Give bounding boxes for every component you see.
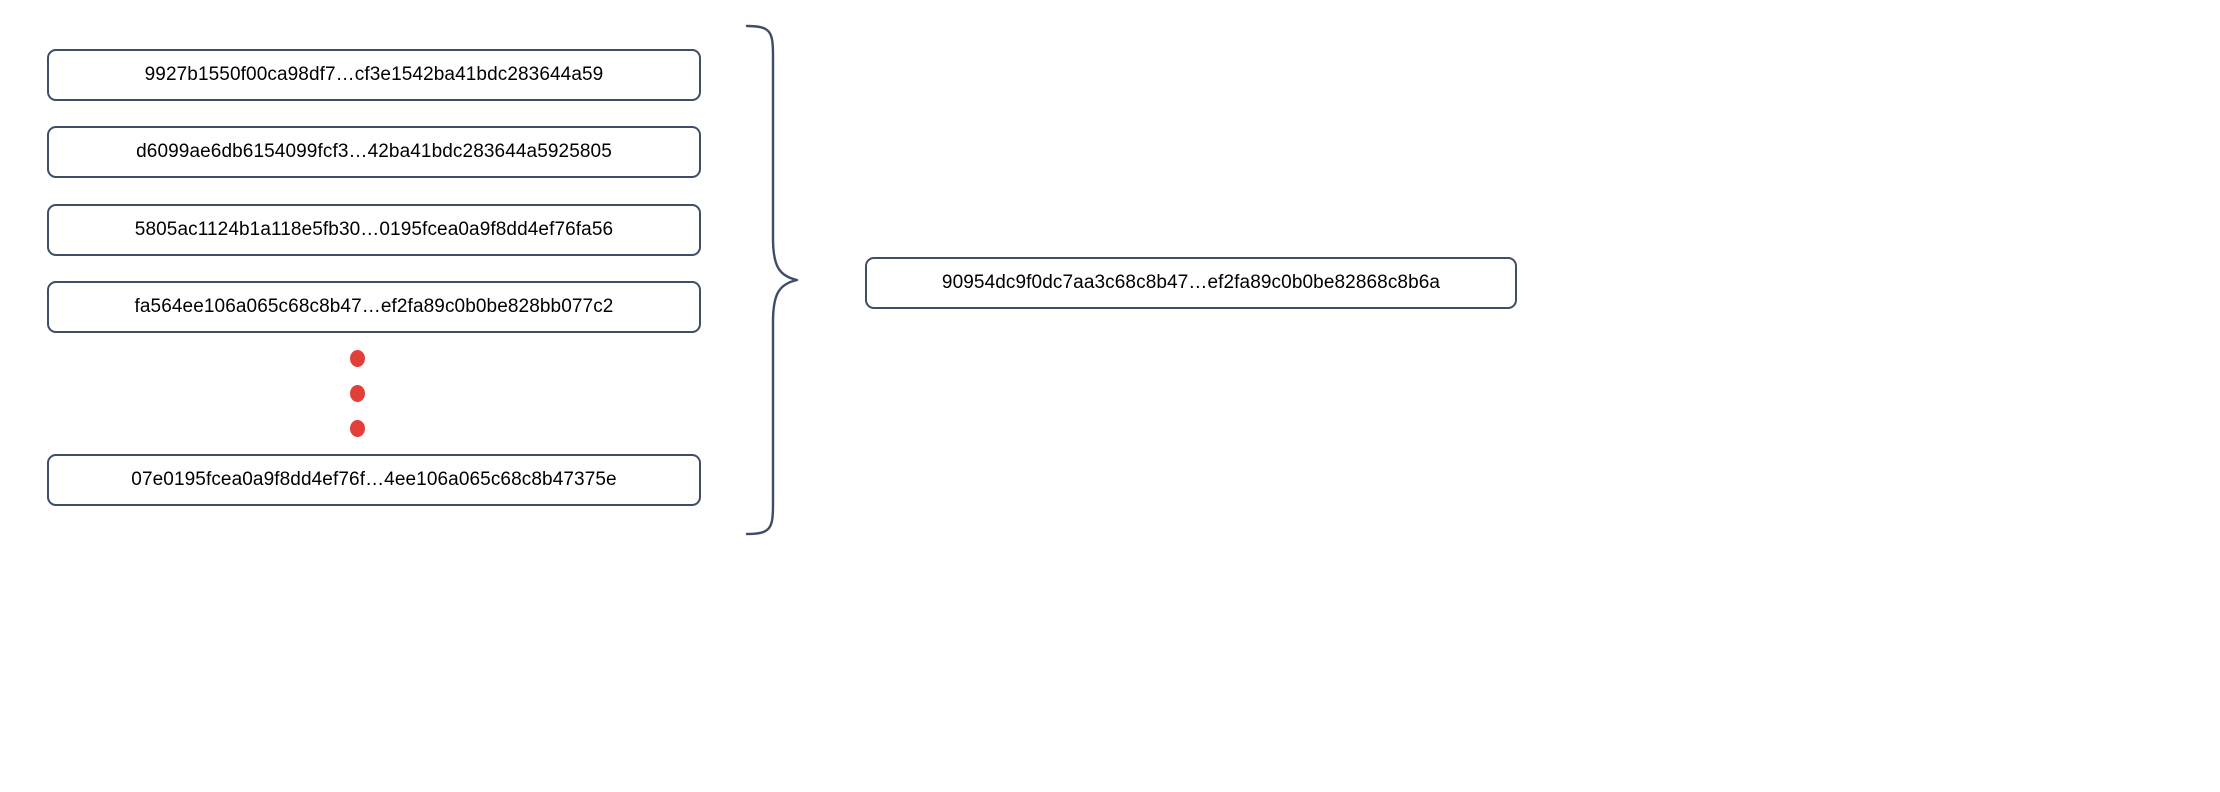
input-hash-box-4[interactable]: fa564ee106a065c68c8b47…ef2fa89c0b0be828b… <box>47 281 701 333</box>
vertical-ellipsis-icon <box>350 350 368 440</box>
output-hash-text: 90954dc9f0dc7aa3c68c8b47…ef2fa89c0b0be82… <box>941 272 1441 293</box>
input-hash-text-2: d6099ae6db6154099fcf3…42ba41bdc283644a59… <box>136 141 612 162</box>
input-hash-box-1[interactable]: 9927b1550f00ca98df7…cf3e1542ba41bdc28364… <box>47 49 701 101</box>
input-hash-box-last[interactable]: 07e0195fcea0a9f8dd4ef76f…4ee106a065c68c8… <box>47 454 701 506</box>
input-hash-box-3[interactable]: 5805ac1124b1a118e5fb30…0195fcea0a9f8dd4e… <box>47 204 701 256</box>
ellipsis-dot-3 <box>350 420 365 437</box>
ellipsis-dot-2 <box>350 385 365 402</box>
input-hash-box-2[interactable]: d6099ae6db6154099fcf3…42ba41bdc283644a59… <box>47 126 701 178</box>
output-hash-box[interactable]: 90954dc9f0dc7aa3c68c8b47…ef2fa89c0b0be82… <box>865 257 1517 309</box>
ellipsis-dot-1 <box>350 350 365 367</box>
input-hash-text-last: 07e0195fcea0a9f8dd4ef76f…4ee106a065c68c8… <box>131 469 617 490</box>
input-hash-text-1: 9927b1550f00ca98df7…cf3e1542ba41bdc28364… <box>144 64 604 85</box>
input-hash-text-4: fa564ee106a065c68c8b47…ef2fa89c0b0be828b… <box>134 296 614 317</box>
input-hash-text-3: 5805ac1124b1a118e5fb30…0195fcea0a9f8dd4e… <box>134 219 614 240</box>
curly-brace-icon <box>735 20 830 540</box>
